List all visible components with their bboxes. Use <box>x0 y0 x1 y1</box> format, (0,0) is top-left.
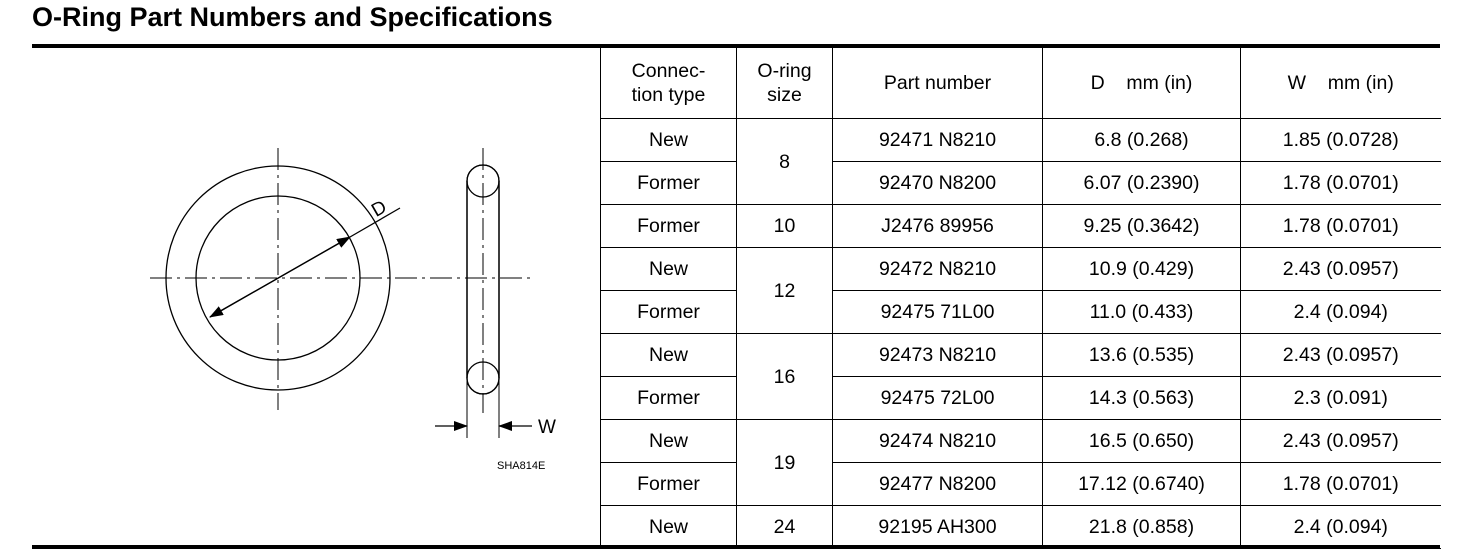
cell-part-number: 92475 72L00 <box>832 376 1043 420</box>
page-title: O-Ring Part Numbers and Specifications <box>32 2 553 32</box>
cell-type: New <box>600 118 737 162</box>
cell-part-number: 92475 71L00 <box>832 290 1043 334</box>
centerlines <box>150 148 532 410</box>
cell-type: Former <box>600 462 737 506</box>
cell-d: 13.6 (0.535) <box>1042 333 1241 377</box>
o-ring-diagram: D W <box>150 148 556 438</box>
table-header-row: Connec- tion type O-ring size Part numbe… <box>600 48 1441 119</box>
cell-type: Former <box>600 204 737 248</box>
cell-size: 19 <box>736 419 833 506</box>
figure-code: SHA814E <box>497 460 546 472</box>
table-row: Former 92475 71L00 11.0 (0.433) 2.4 (0.0… <box>600 290 1441 334</box>
cell-d: 16.5 (0.650) <box>1042 419 1241 463</box>
cell-part-number: 92474 N8210 <box>832 419 1043 463</box>
table-row: New 8 92471 N8210 6.8 (0.268) 1.85 (0.07… <box>600 118 1441 205</box>
cell-part-number: 92195 AH300 <box>832 505 1043 549</box>
cell-w: 1.85 (0.0728) <box>1240 118 1441 162</box>
cell-type: New <box>600 419 737 463</box>
o-ring-spec-table: Connec- tion type O-ring size Part numbe… <box>600 48 1441 549</box>
header-o-ring-size: O-ring size <box>736 48 833 119</box>
cell-d: 10.9 (0.429) <box>1042 247 1241 291</box>
cell-type: New <box>600 247 737 291</box>
cell-part-number: 92471 N8210 <box>832 118 1043 162</box>
cell-type: Former <box>600 161 737 205</box>
cell-w: 1.78 (0.0701) <box>1240 462 1441 506</box>
cell-part-number: J2476 89956 <box>832 204 1043 248</box>
label-d: D <box>368 196 390 221</box>
cell-d: 21.8 (0.858) <box>1042 505 1241 549</box>
cell-d: 6.8 (0.268) <box>1042 118 1241 162</box>
cell-part-number: 92477 N8200 <box>832 462 1043 506</box>
diameter-arrow <box>209 207 401 318</box>
cell-size: 10 <box>736 204 833 248</box>
cell-type: Former <box>600 376 737 420</box>
cell-w: 1.78 (0.0701) <box>1240 204 1441 248</box>
header-d-mm-in: D mm (in) <box>1042 48 1241 119</box>
cell-d: 11.0 (0.433) <box>1042 290 1241 334</box>
top-rule <box>32 44 1440 48</box>
cell-size: 16 <box>736 333 833 420</box>
cell-part-number: 92470 N8200 <box>832 161 1043 205</box>
table-row: New 19 92474 N8210 16.5 (0.650) 2.43 (0.… <box>600 419 1441 506</box>
cell-size: 12 <box>736 247 833 334</box>
cell-w: 2.4 (0.094) <box>1240 505 1441 549</box>
bottom-rule <box>32 545 1440 549</box>
cell-w: 1.78 (0.0701) <box>1240 161 1441 205</box>
table-row: New 16 92473 N8210 13.6 (0.535) 2.43 (0.… <box>600 333 1441 420</box>
ring-side-view <box>466 148 500 438</box>
header-connection-type: Connec- tion type <box>600 48 737 119</box>
cell-type: New <box>600 505 737 549</box>
table-row: Former 10 J2476 89956 9.25 (0.3642) 1.78… <box>600 204 1441 248</box>
cell-w: 2.43 (0.0957) <box>1240 333 1441 377</box>
cell-w: 2.3 (0.091) <box>1240 376 1441 420</box>
table-row: New 24 92195 AH300 21.8 (0.858) 2.4 (0.0… <box>600 505 1441 549</box>
header-part-number: Part number <box>832 48 1043 119</box>
cell-d: 9.25 (0.3642) <box>1042 204 1241 248</box>
cell-w: 2.4 (0.094) <box>1240 290 1441 334</box>
table-row: Former 92470 N8200 6.07 (0.2390) 1.78 (0… <box>600 161 1441 205</box>
cell-type: Former <box>600 290 737 334</box>
cell-d: 6.07 (0.2390) <box>1042 161 1241 205</box>
table-row: New 12 92472 N8210 10.9 (0.429) 2.43 (0.… <box>600 247 1441 334</box>
cell-d: 17.12 (0.6740) <box>1042 462 1241 506</box>
cell-part-number: 92473 N8210 <box>832 333 1043 377</box>
o-ring-figure: D W SHA814E <box>32 48 600 545</box>
header-w-mm-in: W mm (in) <box>1240 48 1441 119</box>
cell-d: 14.3 (0.563) <box>1042 376 1241 420</box>
cell-type: New <box>600 333 737 377</box>
cell-size: 8 <box>736 118 833 205</box>
table-row: Former 92477 N8200 17.12 (0.6740) 1.78 (… <box>600 462 1441 506</box>
cell-part-number: 92472 N8210 <box>832 247 1043 291</box>
label-w: W <box>538 417 556 438</box>
cell-w: 2.43 (0.0957) <box>1240 247 1441 291</box>
cell-w: 2.43 (0.0957) <box>1240 419 1441 463</box>
cell-size: 24 <box>736 505 833 549</box>
table-row: Former 92475 72L00 14.3 (0.563) 2.3 (0.0… <box>600 376 1441 420</box>
